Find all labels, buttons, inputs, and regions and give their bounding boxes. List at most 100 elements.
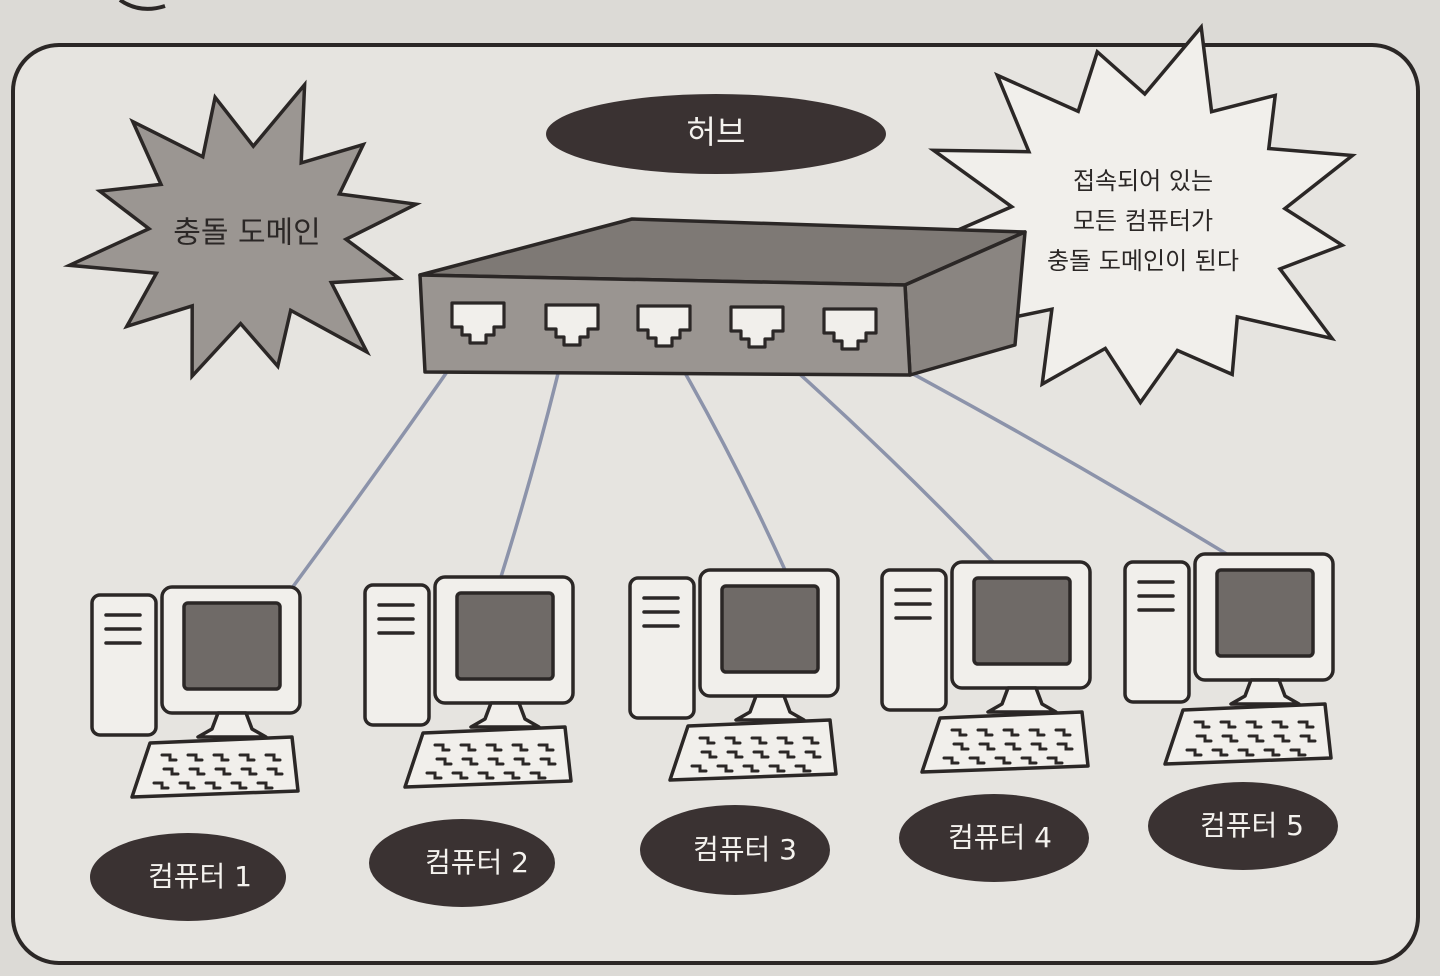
hub-label: 허브 — [687, 113, 746, 151]
computer-5-pill-shape — [1148, 782, 1338, 870]
key-mark — [1297, 720, 1315, 729]
key-mark — [742, 764, 760, 773]
keyboard — [130, 735, 300, 799]
key-mark — [994, 756, 1012, 765]
computer-1-label: 컴퓨터 1 — [148, 860, 252, 893]
key-mark — [240, 767, 258, 776]
collision-burst-shape — [62, 79, 422, 381]
key-mark — [1056, 742, 1074, 751]
key-mark — [204, 781, 222, 790]
key-mark — [968, 756, 986, 765]
key-mark — [1263, 748, 1281, 757]
key-mark — [750, 736, 768, 745]
key-mark — [435, 757, 453, 766]
key-mark — [433, 743, 451, 752]
key-mark — [238, 753, 256, 762]
key-mark — [794, 764, 812, 773]
screen — [455, 591, 555, 681]
key-mark — [186, 753, 204, 762]
key-mark — [264, 753, 282, 762]
collision-domain-burst: 충돌 도메인 — [62, 79, 422, 381]
key-mark — [1002, 728, 1020, 737]
note-line-3: 충돌 도메인이 된다 — [1047, 247, 1239, 275]
computer-5 — [1123, 552, 1335, 766]
key-mark — [1030, 742, 1048, 751]
computer-5-pill: 컴퓨터 5 — [1148, 782, 1338, 870]
key-mark — [802, 736, 820, 745]
key-mark — [1221, 734, 1239, 743]
key-mark — [716, 764, 734, 773]
key-mark — [1289, 748, 1307, 757]
key-mark — [1247, 734, 1265, 743]
key-mark — [230, 781, 248, 790]
hub-ports — [450, 301, 878, 351]
hub-device — [418, 217, 1027, 377]
key-mark — [539, 757, 557, 766]
key-mark — [978, 742, 996, 751]
key-mark — [1211, 748, 1229, 757]
computer-2-pill-shape — [369, 819, 555, 907]
key-mark — [214, 767, 232, 776]
key-mark — [752, 750, 770, 759]
computer-4-pill: 컴퓨터 4 — [899, 794, 1089, 882]
key-mark — [1271, 720, 1289, 729]
hub-port-5 — [822, 307, 878, 351]
computer-labels: 컴퓨터 1 컴퓨터 2 컴퓨터 3 컴퓨터 4 컴퓨터 5 — [90, 782, 1338, 921]
key-mark — [976, 728, 994, 737]
key-mark — [537, 743, 555, 752]
hub-port-2 — [544, 303, 600, 347]
key-mark — [1004, 742, 1022, 751]
key-mark — [698, 736, 716, 745]
key-mark — [477, 771, 495, 780]
key-mark — [690, 764, 708, 773]
computer-1-pill: 컴퓨터 1 — [90, 833, 286, 921]
computer-2-pill: 컴퓨터 2 — [369, 819, 555, 907]
key-mark — [1185, 748, 1203, 757]
computer-3-label: 컴퓨터 3 — [693, 833, 797, 866]
screen — [182, 601, 282, 691]
key-mark — [1193, 720, 1211, 729]
key-mark — [724, 736, 742, 745]
key-mark — [952, 742, 970, 751]
key-mark — [1299, 734, 1317, 743]
key-mark — [726, 750, 744, 759]
hub-port-1 — [450, 301, 506, 345]
key-mark — [487, 757, 505, 766]
hub-port-4 — [729, 305, 785, 349]
key-mark — [162, 767, 180, 776]
keyboard — [1163, 702, 1333, 766]
key-mark — [1273, 734, 1291, 743]
computer-4-pill-shape — [899, 794, 1089, 882]
key-mark — [950, 728, 968, 737]
corner-doodle — [118, 0, 166, 11]
computer-2 — [363, 575, 575, 789]
hub-pill-shape — [546, 94, 886, 174]
key-mark — [1054, 728, 1072, 737]
key-mark — [804, 750, 822, 759]
computer-2-label: 컴퓨터 2 — [425, 846, 529, 879]
key-mark — [1020, 756, 1038, 765]
key-mark — [1219, 720, 1237, 729]
computer-3-pill: 컴퓨터 3 — [640, 805, 830, 895]
key-mark — [778, 750, 796, 759]
key-mark — [266, 767, 284, 776]
computer-4 — [880, 560, 1092, 774]
key-mark — [152, 781, 170, 790]
hub-label-pill: 허브 — [546, 94, 886, 174]
key-mark — [511, 743, 529, 752]
key-mark — [942, 756, 960, 765]
computer-3-pill-shape — [640, 805, 830, 895]
keyboard — [920, 710, 1090, 774]
key-mark — [451, 771, 469, 780]
screen — [972, 576, 1072, 666]
key-mark — [459, 743, 477, 752]
key-mark — [212, 753, 230, 762]
key-mark — [513, 757, 531, 766]
key-mark — [160, 753, 178, 762]
keyboard — [403, 725, 573, 789]
key-mark — [178, 781, 196, 790]
key-mark — [425, 771, 443, 780]
note-line-1: 접속되어 있는 — [1073, 167, 1213, 195]
key-mark — [1028, 728, 1046, 737]
